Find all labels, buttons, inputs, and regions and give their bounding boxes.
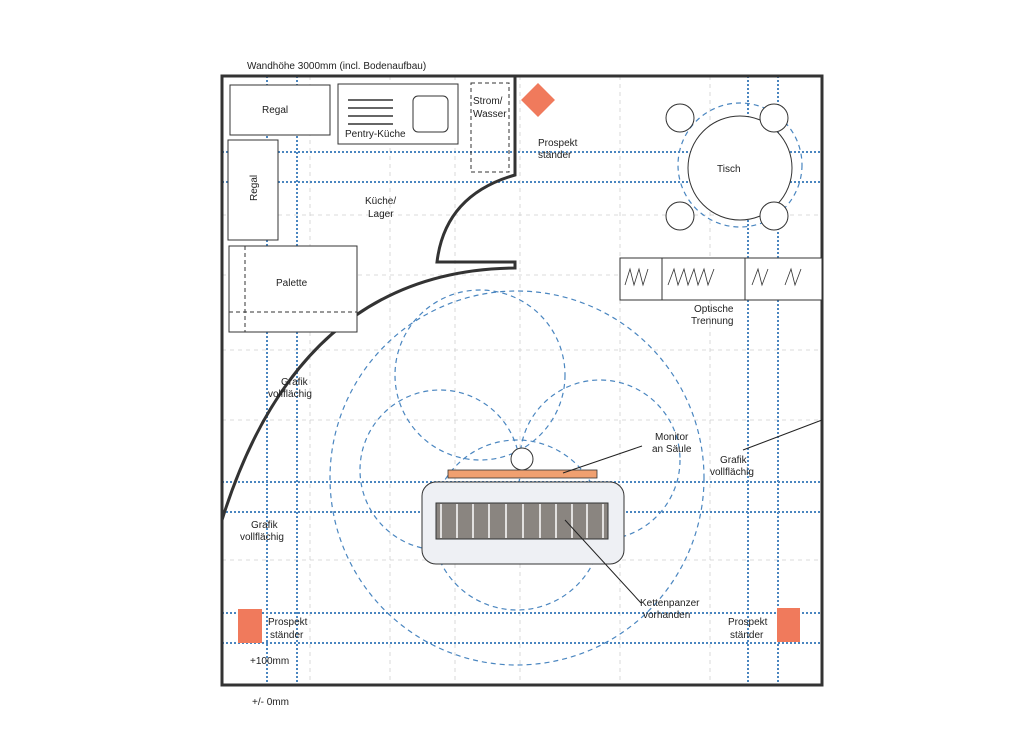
vorhanden-label: vorhanden: [643, 610, 690, 621]
table: [687, 115, 793, 221]
optische-label: Optische: [694, 304, 734, 315]
prospekt-top-label: Prospekt: [538, 138, 578, 149]
palette: [228, 245, 358, 333]
optische-trennung: [619, 257, 823, 301]
grafik-right-label: Grafik: [720, 455, 748, 466]
wasser-label: Wasser: [473, 109, 507, 120]
outer-wall: [220, 74, 824, 687]
prospekt-staender-top: [521, 83, 555, 117]
sink-icon: [412, 95, 449, 133]
level-100mm-label: +100mm: [250, 656, 289, 667]
staender-right-label: ständer: [730, 630, 764, 641]
lager-label: Lager: [368, 209, 394, 220]
pentry-label: Pentry-Küche: [345, 129, 406, 140]
vollflaechig-left1-label: vollflächig: [268, 389, 312, 400]
monitor-column: [510, 447, 534, 471]
saeule-label: an Säule: [652, 444, 692, 455]
kueche-label: Küche/: [365, 196, 396, 207]
regal-side: [227, 139, 279, 241]
kettenpanzer-label: Kettenpanzer: [640, 598, 700, 609]
regal-side-label: Regal: [249, 175, 260, 201]
chair-icons: [665, 103, 789, 231]
monitor: [447, 469, 598, 479]
prospekt-right-label: Prospekt: [728, 617, 768, 628]
grafik-left2-label: Grafik: [251, 520, 279, 531]
trennung-label: Trennung: [691, 316, 733, 327]
monitor-label: Monitor: [655, 432, 689, 443]
kitchen-wall: [220, 76, 517, 521]
prospekt-staender-left: [238, 609, 262, 643]
regal-label: Regal: [262, 105, 288, 116]
vollflaechig-left2-label: vollflächig: [240, 532, 284, 543]
tisch-label: Tisch: [717, 164, 741, 175]
staender-left-label: ständer: [270, 630, 304, 641]
strom-label: Strom/: [473, 96, 503, 107]
staender-top-label: ständer: [538, 150, 572, 161]
level-0mm-label: +/- 0mm: [252, 697, 289, 708]
prospekt-staender-right: [777, 608, 800, 642]
wall-height-label: Wandhöhe 3000mm (incl. Bodenaufbau): [247, 61, 426, 72]
stove-icon: [348, 99, 393, 125]
kettenpanzer: [435, 502, 609, 540]
prospekt-left-label: Prospekt: [268, 617, 308, 628]
grafik-left1-label: Grafik: [281, 377, 309, 388]
vollflaechig-right-label: vollflächig: [710, 467, 754, 478]
palette-label: Palette: [276, 278, 308, 289]
regal-top: [229, 84, 331, 136]
